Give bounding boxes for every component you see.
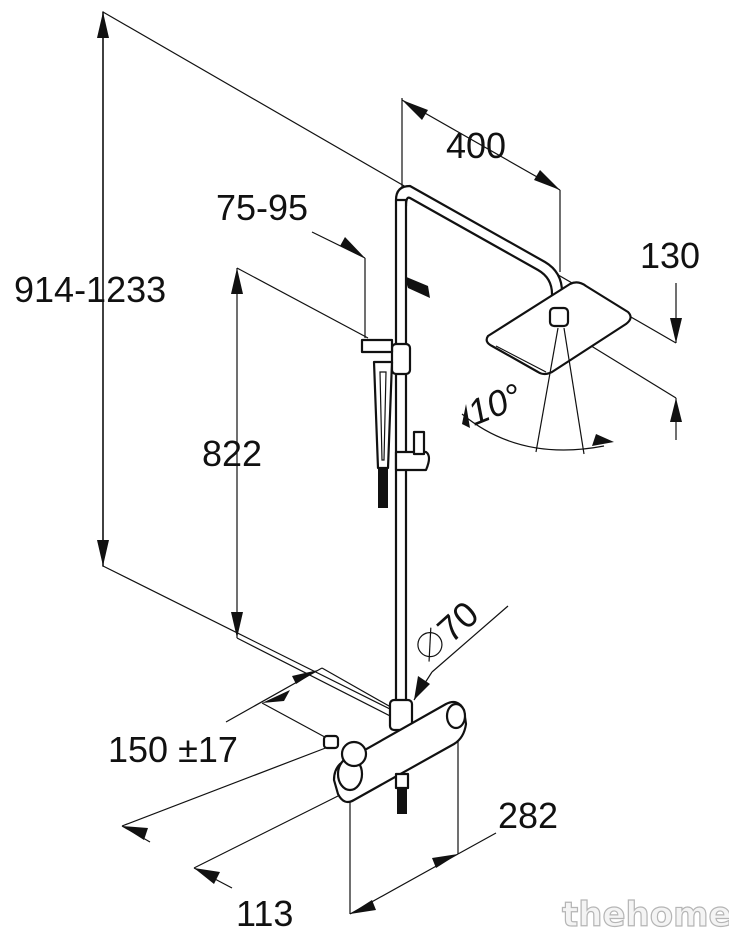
diameter-label-group: 70 bbox=[417, 593, 486, 662]
dimension-labels: 914-1233 400 130 75-95 822 10° 70 150 ±1… bbox=[14, 125, 700, 934]
dimension-lines bbox=[97, 11, 682, 915]
tilt-angle-label: 10° bbox=[462, 375, 528, 433]
inlet-spacing-label: 150 ±17 bbox=[108, 729, 238, 770]
thermostat-width-label: 282 bbox=[498, 795, 558, 836]
holder-range-label: 75-95 bbox=[216, 187, 308, 228]
shower-head bbox=[394, 184, 632, 455]
total-height-label: 914-1233 bbox=[14, 269, 166, 310]
arm-length-label: 400 bbox=[446, 125, 506, 166]
wall-offset-label: 113 bbox=[236, 893, 293, 934]
thermostat-mixer bbox=[322, 700, 468, 814]
pipe-diameter-label: 70 bbox=[429, 593, 486, 650]
diameter-symbol-icon bbox=[417, 632, 443, 658]
watermark-logo: thehome bbox=[562, 895, 729, 935]
head-depth-label: 130 bbox=[640, 235, 700, 276]
riser-rail bbox=[360, 198, 431, 732]
rail-height-label: 822 bbox=[202, 433, 262, 474]
